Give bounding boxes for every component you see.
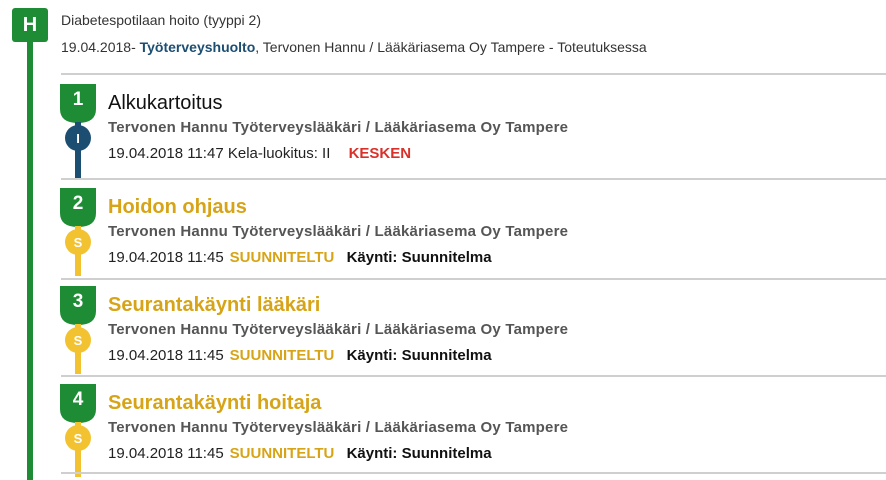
plan-badge: H [12, 8, 48, 42]
status-badge: SUUNNITELTU [229, 445, 335, 462]
plan-step-1[interactable]: 1 I Alkukartoitus Tervonen Hannu Työterv… [0, 84, 886, 180]
step-datetime: 19.04.2018 11:45 [108, 249, 224, 266]
plan-date: 19.04.2018- [61, 39, 136, 55]
step-timeline-stem [75, 122, 81, 180]
step-visit-type: Käynti: Suunnitelma [346, 249, 492, 266]
status-badge: SUUNNITELTU [229, 347, 335, 364]
plan-provider-link[interactable]: Työterveyshuolto [139, 39, 256, 55]
step-title[interactable]: Seurantakäynti hoitaja [108, 392, 322, 414]
plan-step-4[interactable]: 4 S Seurantakäynti hoitaja Tervonen Hann… [0, 384, 886, 480]
step-number-badge: 4 [60, 384, 96, 423]
step-number-badge: 3 [60, 286, 96, 325]
step-provider: Tervonen Hannu Työterveyslääkäri / Lääkä… [108, 321, 569, 338]
status-dot-letter: I [76, 130, 80, 146]
step-number: 1 [72, 89, 84, 110]
step-title[interactable]: Alkukartoitus [108, 92, 223, 114]
status-dot-planned-icon: S [65, 327, 91, 353]
step-visit-type: Käynti: Suunnitelma [346, 445, 492, 462]
status-dot-in-progress-icon: I [65, 125, 91, 151]
step-classification: Kela-luokitus: II [227, 145, 331, 162]
divider [61, 278, 886, 280]
step-meta: 19.04.2018 11:45 SUUNNITELTU Käynti: Suun… [108, 445, 492, 462]
status-dot-planned-icon: S [65, 229, 91, 255]
divider [61, 375, 886, 377]
status-dot-letter: S [73, 234, 83, 250]
plan-timeline-line [27, 40, 33, 480]
step-datetime: 19.04.2018 11:45 [108, 445, 224, 462]
status-badge: KESKEN [348, 145, 412, 162]
plan-title: Diabetespotilaan hoito (tyyppi 2) [61, 12, 262, 28]
status-dot-letter: S [73, 332, 83, 348]
plan-badge-letter: H [22, 13, 38, 36]
step-meta: 19.04.2018 11:45 SUUNNITELTU Käynti: Suun… [108, 347, 492, 364]
step-meta: 19.04.2018 11:45 SUUNNITELTU Käynti: Suun… [108, 249, 492, 266]
step-datetime: 19.04.2018 11:47 [108, 145, 224, 162]
status-dot-letter: S [73, 430, 83, 446]
divider [61, 73, 886, 75]
step-number: 3 [72, 291, 84, 312]
step-number-badge: 1 [60, 84, 96, 123]
step-visit-type: Käynti: Suunnitelma [346, 347, 492, 364]
step-number-badge: 2 [60, 188, 96, 227]
step-datetime: 19.04.2018 11:45 [108, 347, 224, 364]
plan-subtitle: 19.04.2018- Työterveyshuolto, Tervonen H… [61, 39, 647, 55]
status-badge: SUUNNITELTU [229, 249, 335, 266]
step-provider: Tervonen Hannu Työterveyslääkäri / Lääkä… [108, 119, 569, 136]
step-title[interactable]: Hoidon ohjaus [108, 196, 247, 218]
status-dot-planned-icon: S [65, 425, 91, 451]
plan-step-3[interactable]: 3 S Seurantakäynti lääkäri Tervonen Hann… [0, 286, 886, 382]
step-provider: Tervonen Hannu Työterveyslääkäri / Lääkä… [108, 223, 569, 240]
divider [61, 472, 886, 474]
plan-step-2[interactable]: 2 S Hoidon ohjaus Tervonen Hannu Työterv… [0, 188, 886, 284]
step-number: 4 [72, 389, 84, 410]
step-provider: Tervonen Hannu Työterveyslääkäri / Lääkä… [108, 419, 569, 436]
step-title[interactable]: Seurantakäynti lääkäri [108, 294, 321, 316]
step-number: 2 [72, 193, 84, 214]
plan-details: , Tervonen Hannu / Lääkäriasema Oy Tampe… [255, 39, 647, 55]
divider [61, 178, 886, 180]
step-meta: 19.04.2018 11:47 Kela-luokitus: II KESKE… [108, 145, 411, 162]
